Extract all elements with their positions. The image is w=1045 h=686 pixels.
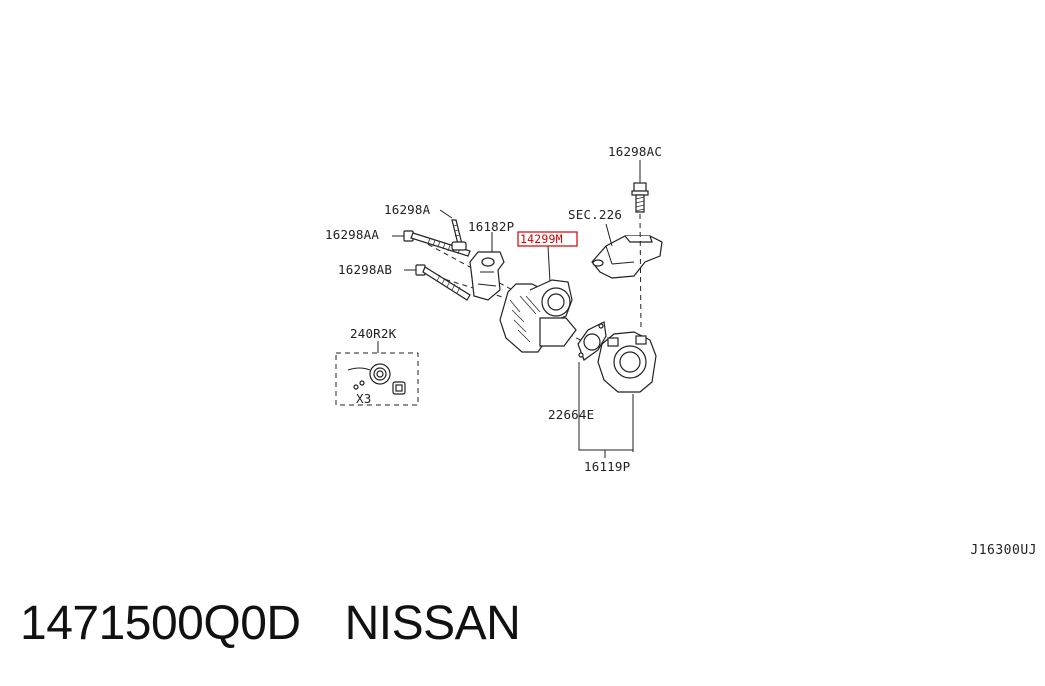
bracket-16182p [469,232,505,301]
throttle-actuator-14299m [499,245,577,353]
label-240r2k: 240R2K [350,326,397,341]
highlight-box-14299m [517,231,578,247]
bolt-16298ab [404,264,471,301]
bolt-16298ac [631,160,649,213]
gasket-22664e [577,321,607,408]
label-16119p: 16119P [584,459,630,474]
sensor-bracket-sec226 [591,223,663,279]
caption-part-number: 1471500Q0D [20,597,301,650]
label-16182p: 16182P [468,219,514,234]
label-sec226: SEC.226 [568,207,622,222]
label-16298a: 16298A [384,202,431,217]
diagram-reference-code: J16300UJ [970,543,1037,558]
throttle-body-16119p [597,331,657,452]
label-16298ab: 16298AB [338,262,392,277]
label-14299m: 14299M [520,232,563,246]
repair-kit-240r2k [335,341,419,406]
caption-brand: NISSAN [344,597,521,650]
label-16298ac: 16298AC [608,144,662,159]
bolt-16298a [439,209,467,251]
label-22664e: 22664E [548,407,594,422]
label-x3: X3 [356,391,371,406]
caption: 1471500Q0D NISSAN [20,596,564,651]
label-16298aa: 16298AA [325,227,379,242]
